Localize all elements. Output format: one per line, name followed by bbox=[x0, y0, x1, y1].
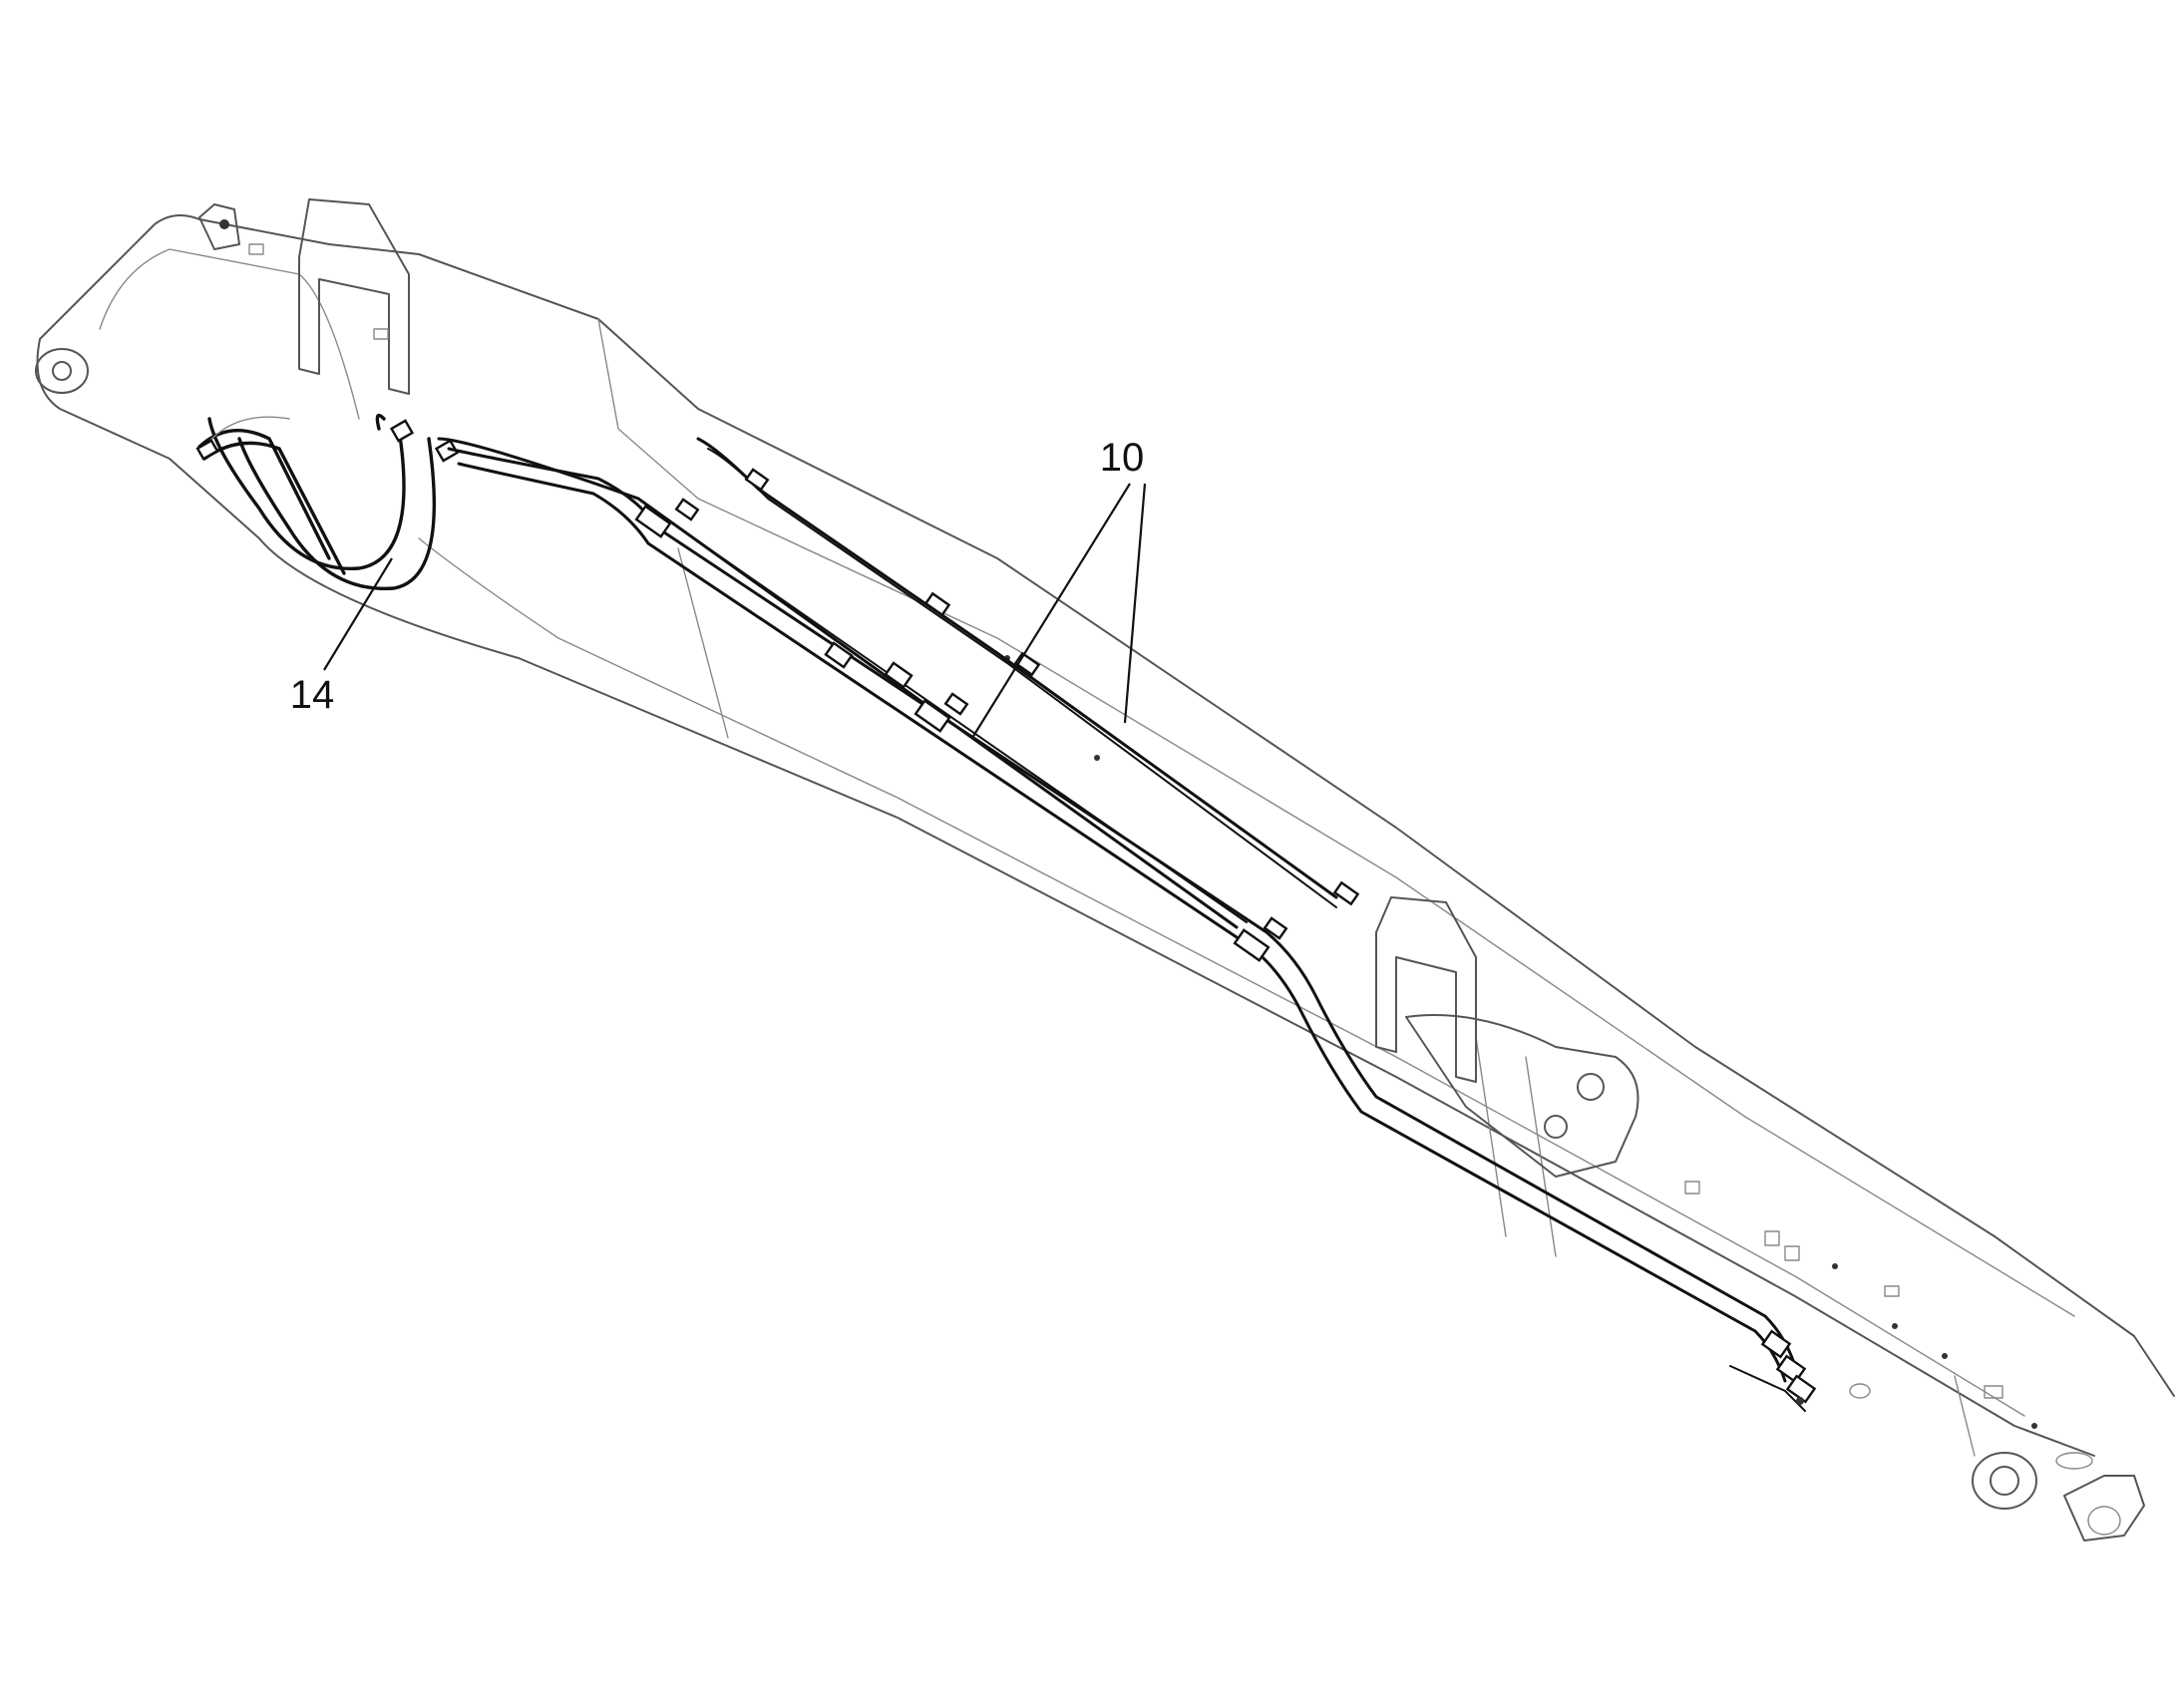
boom-side-line bbox=[597, 318, 2075, 1317]
hose-upper-run-1 bbox=[375, 414, 386, 431]
u-bracket-rear bbox=[298, 198, 410, 395]
pipe-lower-2 bbox=[457, 462, 1787, 1383]
u-bracket-front bbox=[1375, 896, 1477, 1083]
weld-seam-1 bbox=[677, 547, 729, 739]
clamp-1 bbox=[634, 505, 672, 538]
root-lug-pin bbox=[219, 219, 229, 229]
clamp-10 bbox=[1263, 916, 1288, 940]
clamp-7 bbox=[923, 591, 951, 617]
bolt-dot-4 bbox=[2031, 1423, 2037, 1429]
hose-loop-inner bbox=[237, 437, 437, 591]
tip-valve-bolt bbox=[1796, 1397, 1804, 1405]
weld-seam-2 bbox=[1475, 1036, 1507, 1237]
plate-mark-1 bbox=[248, 243, 264, 255]
clamp-12 bbox=[744, 468, 770, 492]
round-pad-1 bbox=[1849, 1383, 1871, 1399]
main-pipes bbox=[437, 437, 1797, 1383]
root-pin-hole bbox=[52, 361, 72, 381]
weld-seam-4 bbox=[1954, 1375, 1976, 1457]
pipe-lower-1 bbox=[447, 447, 1797, 1368]
plate-mark-3 bbox=[1764, 1230, 1780, 1246]
root-top-lug bbox=[198, 203, 240, 250]
bolt-dot-3 bbox=[1942, 1353, 1948, 1359]
callout-14-label: 14 bbox=[290, 673, 335, 717]
tip-valve bbox=[1729, 1329, 1817, 1412]
leader-10-b bbox=[1123, 483, 1147, 724]
root-pin-boss bbox=[35, 348, 89, 394]
bolt-dot-2 bbox=[1892, 1323, 1898, 1329]
plate-mark-2 bbox=[373, 328, 389, 340]
callouts: 10 14 bbox=[290, 436, 1147, 739]
plate-mark-5 bbox=[1884, 1285, 1900, 1297]
hose-fitting-2 bbox=[389, 419, 415, 443]
leader-10-a bbox=[971, 483, 1131, 739]
clamp-3 bbox=[824, 641, 854, 669]
tip-lug-pin bbox=[2087, 1506, 2121, 1536]
pipe-clamps bbox=[634, 468, 1360, 962]
cylinder-bracket bbox=[1405, 1014, 1639, 1178]
hose-fitting-1 bbox=[195, 439, 219, 461]
tip-fitting-1 bbox=[1760, 1329, 1792, 1359]
root-hoses bbox=[195, 414, 460, 591]
hose-fitting-3 bbox=[434, 439, 460, 463]
plate-mark-6 bbox=[1984, 1385, 2003, 1399]
callout-10-label: 10 bbox=[1100, 436, 1145, 480]
boom-lower-flange bbox=[418, 537, 2025, 1417]
clamp-5 bbox=[913, 699, 951, 733]
tip-boss bbox=[1972, 1452, 2037, 1510]
pipe-top-2 bbox=[707, 448, 1337, 908]
leader-14 bbox=[323, 557, 393, 671]
boom-body bbox=[35, 198, 2175, 1541]
clamp-4 bbox=[884, 661, 913, 689]
boom-bottom-edge bbox=[36, 338, 2095, 1457]
clamp-9 bbox=[1233, 928, 1271, 962]
bolt-dot-1 bbox=[1832, 1263, 1838, 1269]
tip-fitting-3 bbox=[1785, 1374, 1817, 1404]
hose-root-a bbox=[197, 429, 331, 560]
detail-marks bbox=[248, 243, 2037, 1429]
tip-hole bbox=[1990, 1466, 2019, 1496]
boom-top-edge bbox=[39, 214, 2175, 1397]
clamp-11 bbox=[1332, 880, 1360, 906]
tip-end-lugs bbox=[2063, 1475, 2145, 1541]
clamp-2 bbox=[674, 498, 700, 521]
pipe-upper-1 bbox=[437, 437, 1239, 929]
plate-mark-4 bbox=[1784, 1245, 1800, 1261]
pipe-top-1 bbox=[696, 437, 1338, 899]
pipe-upper-2 bbox=[657, 512, 1248, 923]
weld-seam-3 bbox=[1525, 1056, 1557, 1257]
plate-mark-7 bbox=[1684, 1181, 1700, 1195]
tip-fitting-2 bbox=[1775, 1354, 1807, 1384]
clamp-6 bbox=[943, 692, 969, 716]
cylinder-bracket-hole-1 bbox=[1577, 1073, 1605, 1101]
cylinder-bracket-hole-2 bbox=[1544, 1115, 1568, 1139]
tip-nameplate bbox=[2055, 1452, 2093, 1470]
bolt-dot-5 bbox=[1094, 755, 1100, 761]
